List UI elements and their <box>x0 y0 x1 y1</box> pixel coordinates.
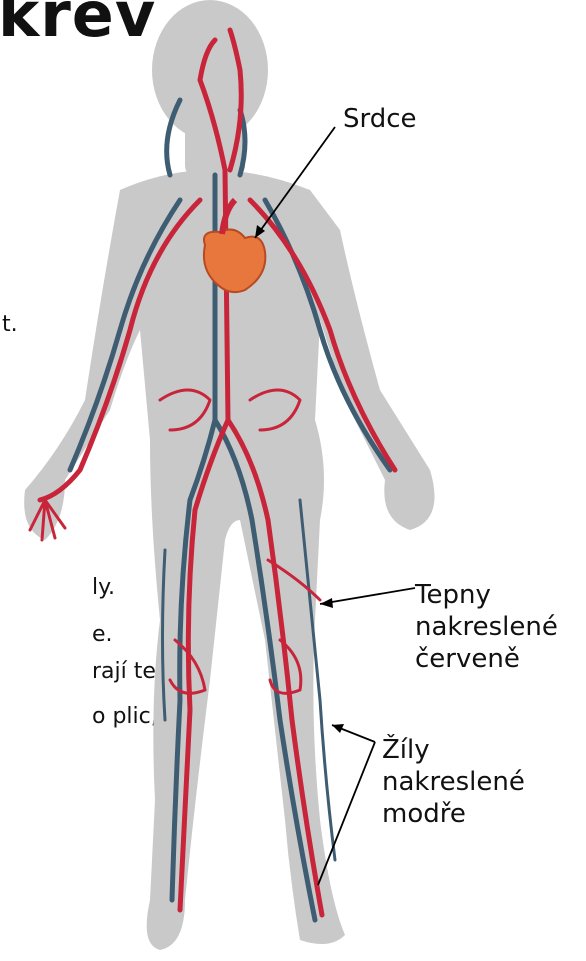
veins-label-line: nakreslené <box>382 766 525 798</box>
veins-label: Žíly nakreslené modře <box>382 734 525 830</box>
body-silhouette <box>24 0 434 950</box>
veins-label-line: modře <box>382 798 525 830</box>
heart-label: Srdce <box>343 103 417 135</box>
arteries-label-line: nakreslené <box>415 611 558 643</box>
arteries-label-line: Tepny <box>415 579 558 611</box>
arteries-label-line: červeně <box>415 643 558 675</box>
veins-leader-line-lower <box>318 742 375 885</box>
veins-label-line: Žíly <box>382 734 525 766</box>
arteries-label: Tepny nakreslené červeně <box>415 579 558 675</box>
arteries-leader-line <box>320 588 415 604</box>
